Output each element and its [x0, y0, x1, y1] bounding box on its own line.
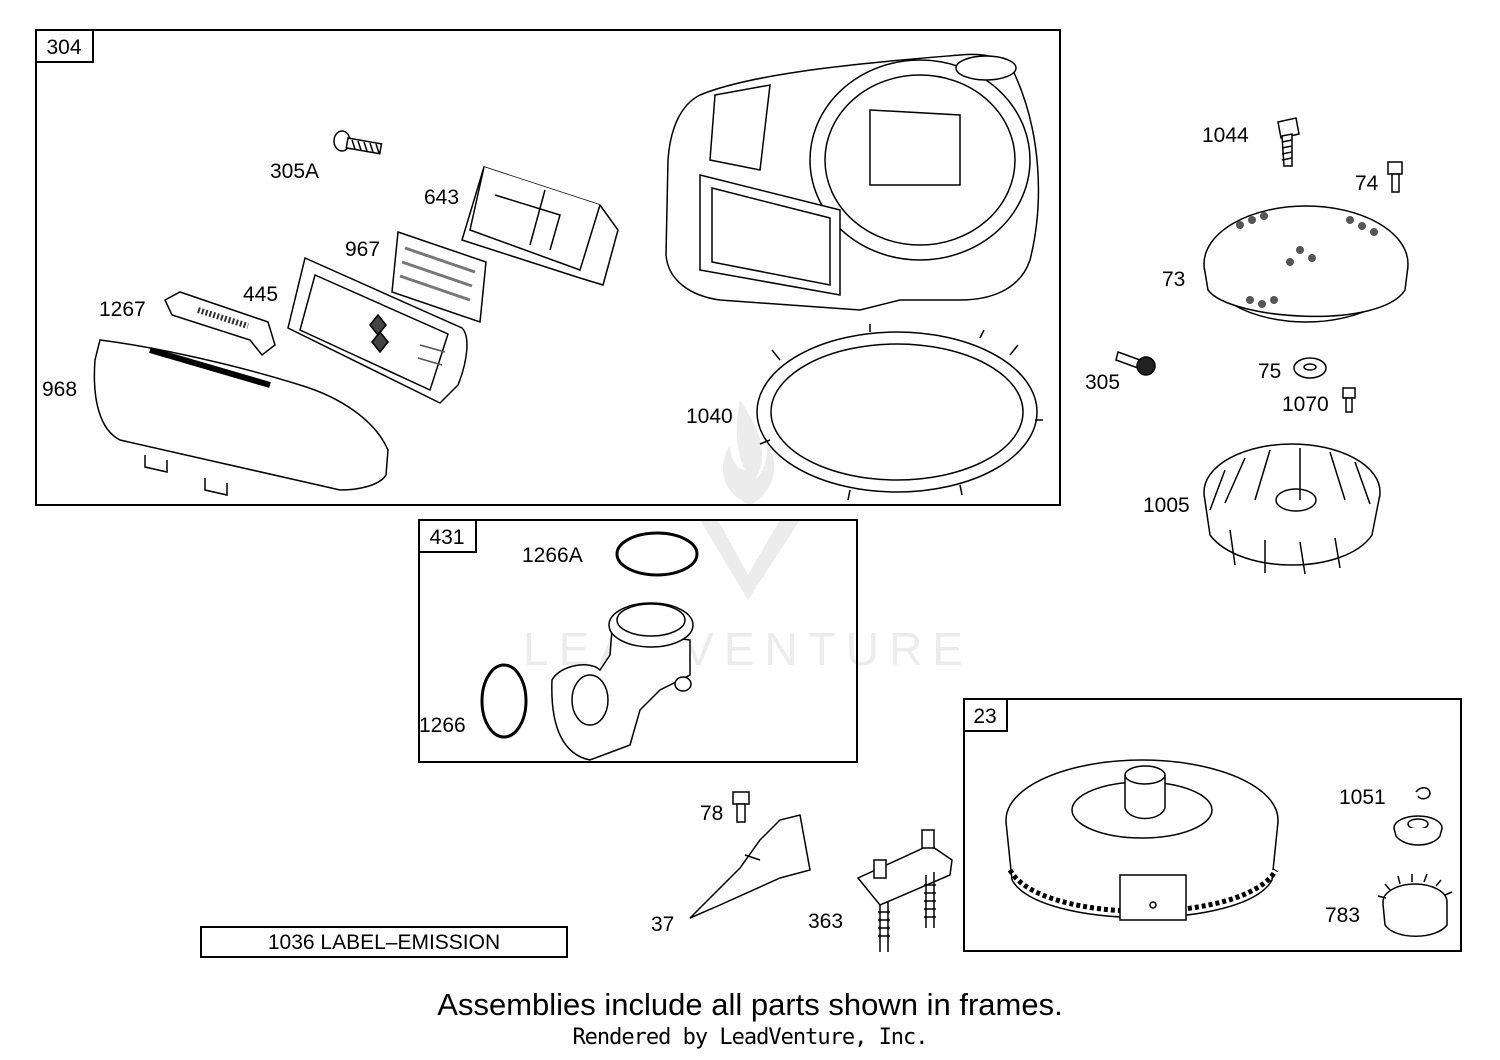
frame-304: 304 [35, 29, 1061, 506]
part-label-445: 445 [243, 283, 278, 306]
screw-74-icon [1387, 161, 1403, 193]
frame-tag-431: 431 [429, 526, 464, 549]
emission-label-box: 1036 LABEL–EMISSION [200, 926, 568, 958]
frame-23: 23 [963, 698, 1462, 952]
screen-73-icon [1203, 205, 1409, 323]
watermark-logo [700, 400, 800, 600]
part-label-305: 305 [1085, 371, 1120, 394]
part-label-783: 783 [1325, 904, 1360, 927]
part-label-1040: 1040 [686, 405, 733, 428]
ring-1040-icon [756, 324, 1043, 501]
assemblies-note: Assemblies include all parts shown in fr… [437, 987, 1063, 1022]
part-label-968: 968 [42, 378, 77, 401]
flywheel-23-icon [1005, 759, 1279, 921]
frame-tag-304: 304 [46, 36, 81, 59]
rendered-by-credit: Rendered by LeadVenture, Inc. [572, 1025, 928, 1050]
part-label-1266: 1266 [419, 714, 466, 737]
part-label-74: 74 [1355, 172, 1379, 195]
part-label-643: 643 [424, 186, 459, 209]
bolt-78-icon [732, 791, 750, 823]
washer-75-icon [1293, 357, 1327, 379]
frame-tag-23: 23 [973, 705, 996, 728]
part-label-1044: 1044 [1202, 124, 1249, 147]
part-label-73: 73 [1162, 268, 1185, 291]
oring-1266A-icon [615, 531, 699, 577]
decal-967-icon [391, 230, 487, 324]
filter-445-icon [287, 256, 468, 404]
part-label-967: 967 [345, 238, 380, 261]
screw-1070-icon [1342, 387, 1356, 413]
screw-305-icon [1115, 351, 1156, 376]
part-label-305A: 305A [270, 160, 319, 183]
oring-1266-icon [480, 663, 528, 739]
part-label-363: 363 [808, 910, 843, 933]
part-label-37: 37 [651, 913, 674, 936]
bracket-363-icon [856, 829, 953, 952]
deflector-37-icon [689, 814, 811, 919]
screw-305A-icon [333, 130, 383, 155]
frame-431: 431 [418, 519, 858, 763]
blower-housing-icon [665, 53, 1040, 311]
part-label-1266A: 1266A [522, 544, 583, 567]
part-label-1051: 1051 [1339, 786, 1386, 809]
part-label-75: 75 [1258, 360, 1281, 383]
part-label-1070: 1070 [1282, 393, 1329, 416]
part-label-78: 78 [700, 802, 723, 825]
watermark-text: LEADVENTURE [523, 623, 973, 675]
part-label-1267: 1267 [99, 298, 146, 321]
intake-elbow-icon [551, 602, 694, 761]
clip-1051-icon [1415, 787, 1431, 800]
cup-1051-icon [1393, 815, 1443, 846]
part-label-1005: 1005 [1143, 494, 1190, 517]
cover-968-icon [93, 339, 389, 496]
bolt-1044-icon [1277, 117, 1300, 167]
bracket-643-icon [461, 166, 619, 286]
gear-783-icon [1377, 873, 1453, 937]
fan-1005-icon [1203, 443, 1381, 575]
clip-1267-icon [164, 291, 276, 357]
